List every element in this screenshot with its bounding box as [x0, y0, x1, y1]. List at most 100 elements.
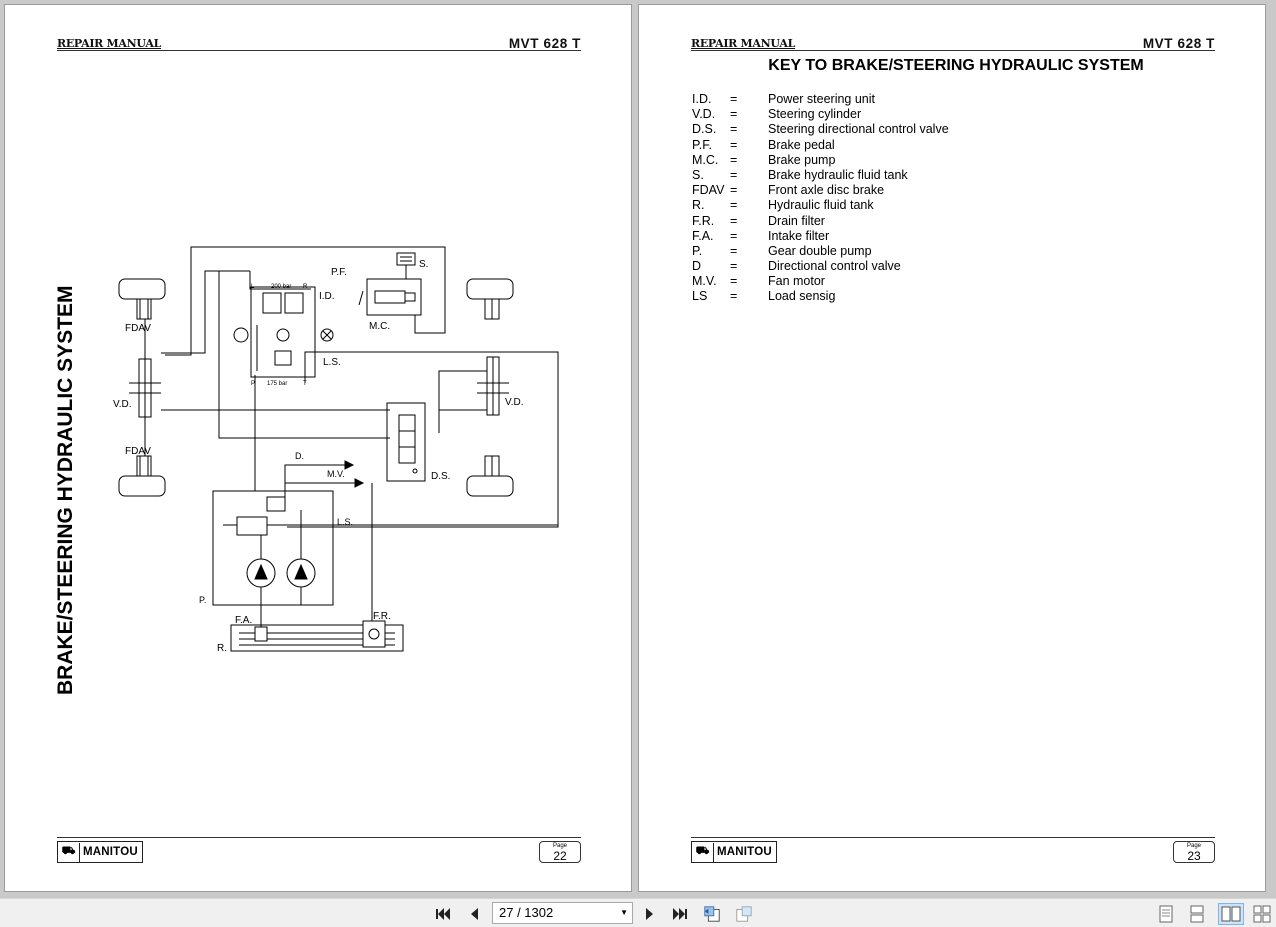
next-page-icon[interactable]: [641, 905, 659, 923]
key-abbr: LS: [692, 289, 708, 304]
manitou-logo: ⛟ MANITOU: [691, 841, 777, 863]
two-page-icon[interactable]: [1218, 903, 1244, 925]
page-23: REPAIR MANUAL MVT 628 T KEY TO BRAKE/STE…: [638, 4, 1266, 892]
header-model: MVT 628 T: [508, 36, 581, 51]
two-page-continuous-icon[interactable]: [1253, 905, 1271, 923]
label-port-r: R: [303, 284, 308, 290]
label-port-t: T: [303, 381, 307, 387]
first-page-icon[interactable]: [434, 905, 452, 923]
page-number: 23: [1187, 849, 1201, 863]
go-back-view-icon[interactable]: [703, 905, 721, 923]
key-eq: =: [730, 107, 738, 122]
key-title: KEY TO BRAKE/STEERING HYDRAULIC SYSTEM: [768, 57, 1144, 74]
chevron-down-icon: ▼: [620, 908, 628, 917]
key-desc: Intake filter: [768, 228, 830, 243]
single-page-icon[interactable]: [1157, 905, 1175, 923]
key-eq: =: [730, 259, 738, 274]
power-steering-unit: [250, 286, 316, 378]
key-abbr: M.V.: [692, 274, 717, 289]
key-eq: =: [730, 92, 738, 106]
label-vd-right: V.D.: [505, 397, 524, 408]
key-desc: Gear double pump: [768, 243, 872, 258]
key-eq: =: [730, 274, 738, 289]
key-desc: Load sensig: [768, 289, 836, 304]
page-footer: ⛟ MANITOU Page 23: [691, 837, 1215, 877]
document-viewer: REPAIR MANUAL MVT 628 T BRAKE/STEERING H…: [4, 4, 1266, 892]
label-fr: F.R.: [373, 611, 391, 622]
page-number-box: Page 23: [1173, 841, 1215, 863]
label-fdav-top: FDAV: [125, 323, 151, 334]
vertical-page-title: BRAKE/STEERING HYDRAULIC SYSTEM: [54, 285, 77, 695]
page-selector[interactable]: 27 / 1302 ▼: [492, 902, 633, 924]
key-abbr: F.A.: [692, 228, 714, 243]
label-s: S.: [419, 259, 428, 270]
page-footer: ⛟ MANITOU Page 22: [57, 837, 581, 877]
key-abbr: S.: [692, 167, 704, 182]
label-175bar: 175 bar: [267, 381, 287, 387]
key-abbr: D: [692, 259, 702, 274]
label-port-p: P: [251, 381, 255, 387]
key-abbr: P.: [692, 243, 703, 258]
key-abbr: R.: [692, 198, 705, 213]
wheel-bottom-right: [466, 475, 514, 497]
header-repair-manual: REPAIR MANUAL: [57, 37, 162, 50]
key-eq: =: [730, 137, 738, 152]
label-id: I.D.: [319, 291, 335, 302]
key-desc: Brake pedal: [768, 137, 835, 152]
key-abbr: F.R.: [692, 213, 715, 228]
key-eq: =: [730, 167, 738, 182]
wheel-top-left: [118, 278, 166, 300]
label-vd-left: V.D.: [113, 399, 132, 410]
label-mv: M.V.: [327, 469, 345, 479]
key-abbr: I.D.: [692, 92, 712, 106]
key-desc: Directional control valve: [768, 259, 901, 274]
header-repair-manual: REPAIR MANUAL: [691, 37, 796, 50]
wheel-bottom-left: [118, 475, 166, 497]
key-eq: =: [730, 122, 738, 137]
hydraulic-tank: [230, 624, 404, 652]
go-forward-view-icon[interactable]: [735, 905, 753, 923]
manitou-logo: ⛟ MANITOU: [57, 841, 143, 863]
page-header: REPAIR MANUAL MVT 628 T: [691, 35, 1215, 51]
key-desc: Power steering unit: [768, 92, 876, 106]
wheel-top-right: [466, 278, 514, 300]
prev-page-icon[interactable]: [465, 905, 483, 923]
key-abbr: V.D.: [692, 107, 716, 122]
key-desc: Brake pump: [768, 152, 836, 167]
label-r: R.: [217, 643, 227, 654]
page-header: REPAIR MANUAL MVT 628 T: [57, 35, 581, 51]
label-p: P.: [199, 595, 206, 605]
key-desc: Steering directional control valve: [768, 122, 949, 137]
last-page-icon[interactable]: [671, 905, 689, 923]
label-mc: M.C.: [369, 321, 390, 332]
page-number-box: Page 22: [539, 841, 581, 863]
pump-block: [212, 490, 334, 606]
label-pf: P.F.: [331, 267, 347, 278]
key-eq: =: [730, 152, 738, 167]
key-abbr: FDAV: [692, 183, 725, 198]
key-abbr: M.C.: [692, 152, 719, 167]
label-ls-top: L.S.: [323, 357, 341, 368]
key-eq: =: [730, 213, 738, 228]
key-eq: =: [730, 183, 738, 198]
label-port-l: L: [251, 284, 255, 290]
key-desc: Brake hydraulic fluid tank: [768, 167, 908, 182]
label-d: D.: [295, 451, 304, 461]
key-abbr: D.S.: [692, 122, 717, 137]
label-ds: D.S.: [431, 471, 450, 482]
key-eq: =: [730, 243, 738, 258]
continuous-icon[interactable]: [1188, 905, 1206, 923]
label-fdav-bottom: FDAV: [125, 446, 151, 457]
key-desc: Drain filter: [768, 213, 825, 228]
label-ls-bottom: L.S.: [337, 517, 353, 527]
hydraulic-diagram: FDAV FDAV V.D. V.D. P.F. S. I.D. M.C. L.…: [113, 246, 559, 654]
page-number: 22: [553, 849, 567, 863]
brake-pump: [366, 278, 422, 316]
label-fa: F.A.: [235, 615, 252, 626]
key-eq: =: [730, 289, 738, 304]
key-eq: =: [730, 228, 738, 243]
key-abbr: P.F.: [692, 137, 712, 152]
viewer-toolbar: 27 / 1302 ▼: [0, 898, 1276, 927]
header-model: MVT 628 T: [1142, 36, 1215, 51]
label-200bar: 200 bar: [271, 284, 291, 290]
